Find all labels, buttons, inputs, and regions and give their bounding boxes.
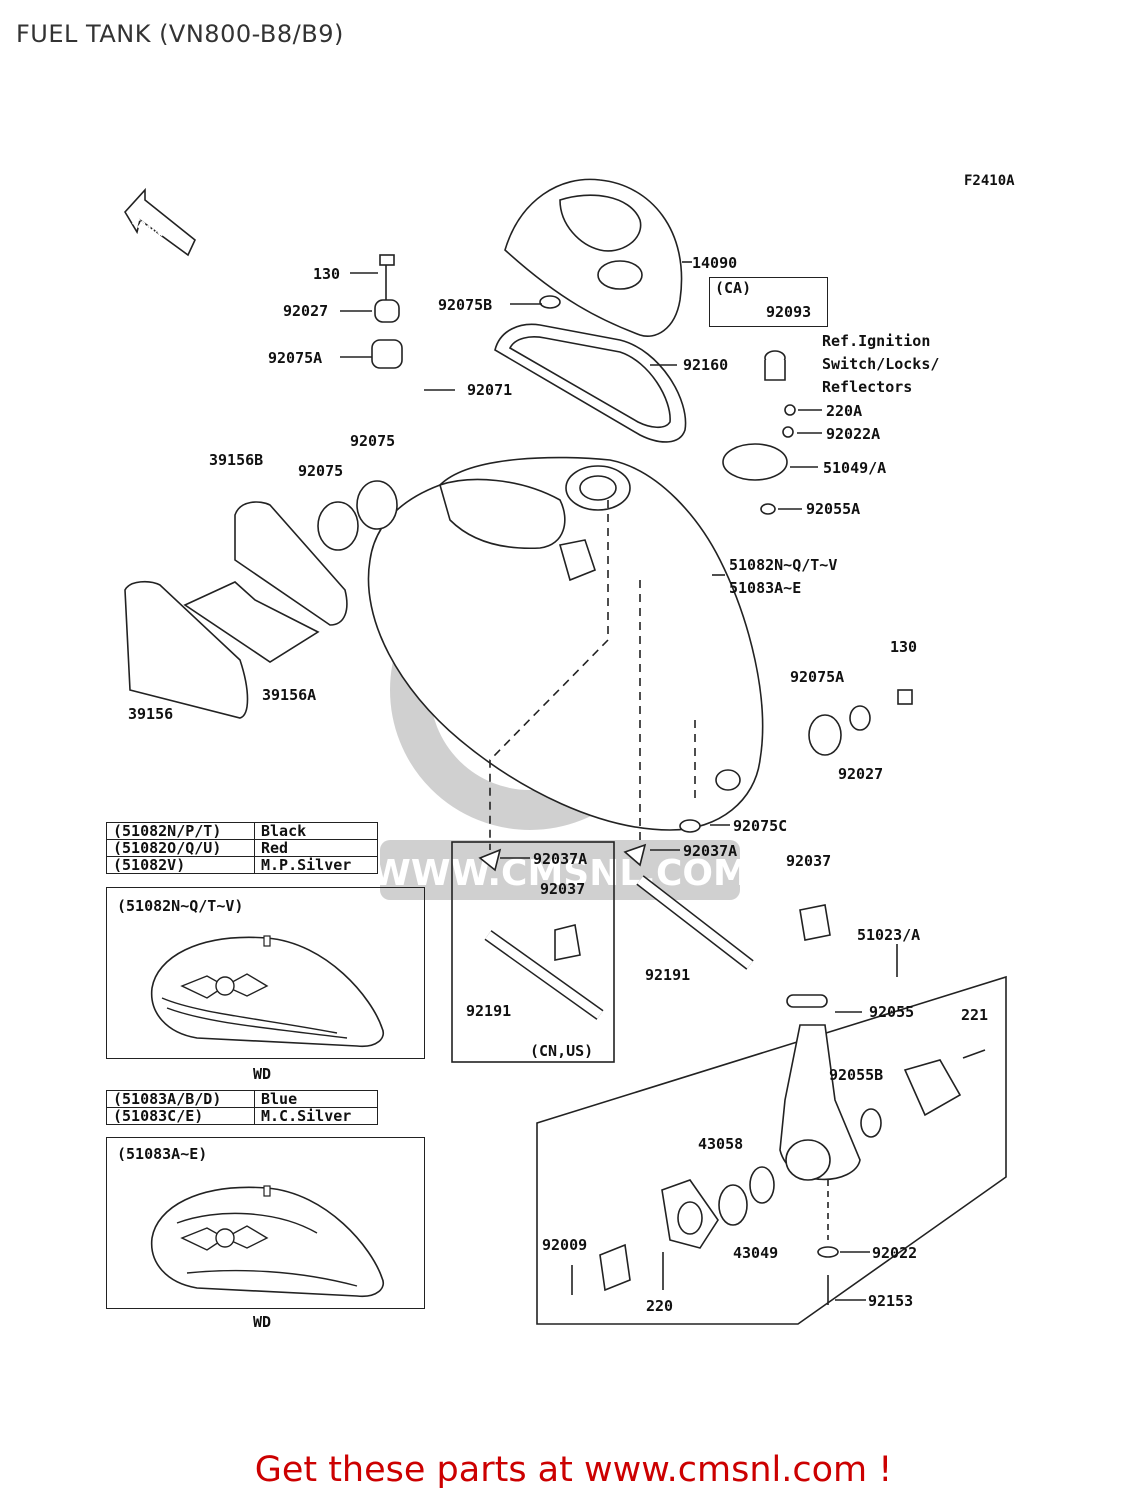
side-cover-a: [183, 581, 320, 663]
footer-link[interactable]: Get these parts at www.cmsnl.com !: [254, 1450, 893, 1490]
table-cell: (51082V): [106, 856, 255, 874]
part-220A: 220A: [826, 402, 863, 420]
inset-tank-51083: (51083A~E): [106, 1137, 425, 1309]
cn-us-label: (CN,US): [530, 1042, 594, 1060]
part-92075-b: 92075: [298, 462, 344, 480]
ref-note-line3: Reflectors: [822, 378, 913, 396]
part-130: 130: [313, 265, 341, 283]
part-92075A-b: 92075A: [790, 668, 845, 686]
inset2-caption: WD: [253, 1313, 272, 1331]
ref-note-line1: Ref.Ignition: [822, 332, 931, 350]
color-table-51083: (51083A/B/D) Blue (51083C/E) M.C.Silver: [106, 1090, 378, 1125]
table-cell: (51083A/B/D): [106, 1090, 255, 1108]
table-cell: Red: [254, 839, 378, 857]
table-cell: Black: [254, 822, 378, 840]
part-39156A: 39156A: [262, 686, 317, 704]
table-cell: (51082O/Q/U): [106, 839, 255, 857]
part-92022A: 92022A: [826, 425, 881, 443]
part-92075A: 92075A: [268, 349, 323, 367]
part-92075B: 92075B: [438, 296, 493, 314]
table-row: (51082V) M.P.Silver: [106, 856, 378, 874]
tank-graphic-inset1: [150, 935, 384, 1048]
part-43058: 43058: [698, 1135, 744, 1153]
ca-label: (CA): [715, 279, 752, 297]
part-92037A-b: 92037A: [683, 842, 738, 860]
inset-title: (51083A~E): [117, 1145, 208, 1163]
inset-title: (51082N~Q/T~V): [117, 897, 244, 915]
part-51083: 51083A~E: [729, 579, 802, 597]
ca-box: [709, 277, 828, 327]
part-92055A: 92055A: [806, 500, 861, 518]
part-39156: 39156: [128, 705, 174, 723]
part-51049: 51049/A: [823, 459, 887, 477]
part-92027: 92027: [283, 302, 329, 320]
part-92160: 92160: [683, 356, 729, 374]
side-cover: [124, 580, 249, 719]
part-92009: 92009: [542, 1236, 588, 1254]
table-cell: Blue: [254, 1090, 378, 1108]
table-cell: (51083C/E): [106, 1107, 255, 1125]
part-92027-b: 92027: [838, 765, 884, 783]
part-92191-b: 92191: [645, 966, 691, 984]
part-39156B: 39156B: [209, 451, 264, 469]
part-220: 220: [646, 1297, 674, 1315]
table-row: (51083A/B/D) Blue: [106, 1090, 378, 1108]
watermark-text: WWW.CMSNL.COM: [371, 853, 749, 894]
tank-graphic-inset2: [150, 1185, 384, 1298]
table-cell: M.P.Silver: [254, 856, 378, 874]
part-92075C: 92075C: [733, 817, 788, 835]
part-51082: 51082N~Q/T~V: [729, 556, 838, 574]
part-92037-a: 92037: [540, 880, 586, 898]
part-92153: 92153: [868, 1292, 914, 1310]
part-92191-a: 92191: [466, 1002, 512, 1020]
page-title: FUEL TANK (VN800-B8/B9): [16, 20, 344, 48]
ref-note-line2: Switch/Locks/: [822, 355, 940, 373]
table-row: (51082N/P/T) Black: [106, 822, 378, 840]
fuel-tank: [367, 456, 764, 831]
part-14090: 14090: [692, 254, 738, 272]
side-cover-b: [234, 501, 348, 626]
part-92075-a: 92075: [350, 432, 396, 450]
part-221: 221: [961, 1006, 989, 1024]
inset-tank-51082: (51082N~Q/T~V): [106, 887, 425, 1059]
part-92037A-a: 92037A: [533, 850, 588, 868]
table-row: (51082O/Q/U) Red: [106, 839, 378, 857]
part-92037-b: 92037: [786, 852, 832, 870]
part-92055: 92055: [869, 1003, 915, 1021]
table-cell: M.C.Silver: [254, 1107, 378, 1125]
table-cell: (51082N/P/T): [106, 822, 255, 840]
front-arrow-icon: [124, 187, 196, 257]
part-43049: 43049: [733, 1244, 779, 1262]
table-row: (51083C/E) M.C.Silver: [106, 1107, 378, 1125]
inset1-caption: WD: [253, 1065, 272, 1083]
part-92071: 92071: [467, 381, 513, 399]
figure-code: F2410A: [964, 173, 1015, 189]
part-92093: 92093: [766, 303, 812, 321]
color-table-51082: (51082N/P/T) Black (51082O/Q/U) Red (510…: [106, 822, 378, 874]
part-92022: 92022: [872, 1244, 918, 1262]
part-92055B: 92055B: [829, 1066, 884, 1084]
part-130-b: 130: [890, 638, 918, 656]
part-51023: 51023/A: [857, 926, 921, 944]
